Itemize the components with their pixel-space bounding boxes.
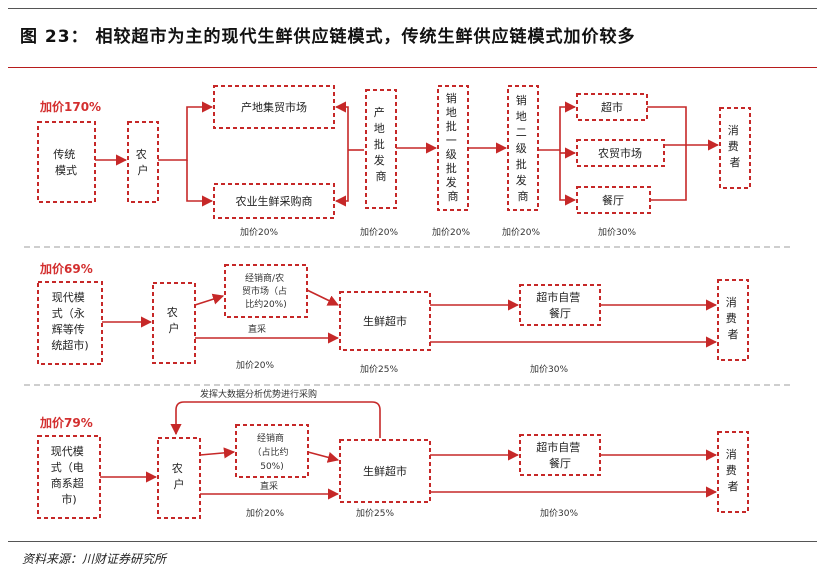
row1-link-restaurant [650, 145, 687, 201]
row1-origin-wholesale-box [365, 89, 397, 209]
row1-secondary-wholesale-box [507, 85, 539, 211]
row3-arrow-farmer-dealer [199, 447, 236, 459]
row2-model-box [37, 281, 103, 365]
row3-bigdata-loop-arrow [170, 401, 381, 438]
row2-markup-2: 加价25% [360, 364, 398, 375]
row3-dealer-label: 经销商 （占比约 50%) [253, 432, 292, 472]
row1-model-box [37, 121, 96, 203]
row1-origin-market-box [213, 85, 335, 129]
row3-own-restaurant-label: 超市自营 餐厅 [536, 440, 584, 470]
row3-consumer-box [717, 431, 749, 513]
row1-restaurant-label: 餐厅 [602, 193, 624, 207]
row2-markup-total: 加价69% [39, 261, 93, 276]
row2-consumer-label: 消 费 者 [726, 295, 741, 341]
row3-consumer-label: 消 费 者 [726, 447, 741, 493]
row1-link-supermarket [647, 106, 687, 145]
row2-dealer-box [224, 264, 308, 318]
figure-title: 图 23： 相较超市为主的现代生鲜供应链模式，传统生鲜供应链模式加价较多 [20, 27, 636, 47]
row2-model-label: 现代模 式（永 辉等传 统超市) [51, 291, 88, 352]
bottom-rule [8, 541, 817, 542]
row2-farmer-label: 农 户 [167, 305, 182, 335]
row1-supermarket-label: 超市 [601, 100, 623, 114]
row1-markup-1: 加价20% [240, 227, 278, 238]
row3-fresh-supermarket-box [339, 439, 431, 503]
row2-dealer-label: 经销商/农 贸市场（占 比约20%) [242, 272, 290, 310]
row1-markup-2: 加价20% [360, 227, 398, 238]
row2-consumer-box [717, 279, 749, 361]
row3-markup-1: 加价20% [246, 508, 284, 519]
row2-markup-1: 加价20% [236, 360, 274, 371]
row1-consumer-label: 消 费 者 [728, 123, 743, 169]
row1-farm-market-box [576, 139, 665, 167]
row2-fresh-supermarket-label: 生鲜超市 [363, 314, 407, 328]
row3-markup-total: 加价79% [39, 415, 93, 430]
row3-model-label: 现代模 式（电 商系超 市) [51, 445, 88, 506]
row3-own-restaurant-box [519, 434, 601, 476]
row1-markup-3: 加价20% [432, 227, 470, 238]
row3-bigdata-note: 发挥大数据分析优势进行采购 [200, 388, 317, 400]
row1-farmer-label: 农 户 [136, 147, 151, 177]
row1-secondary-wholesale-label: 销 地 二 级 批 发 商 [516, 93, 531, 203]
top-rule [8, 8, 817, 9]
row1-markup-4: 加价20% [502, 227, 540, 238]
row1-origin-wholesale-label: 产 地 批 发 商 [374, 105, 389, 183]
row2-arrow-dealer-supermarket [306, 289, 340, 306]
row1-primary-wholesale-label: 销 地 批 一 级 批 发 商 [446, 91, 461, 203]
row3-fresh-supermarket-label: 生鲜超市 [363, 464, 407, 478]
row2-direct-label: 直采 [248, 323, 266, 335]
row1-origin-market-label: 产地集贸市场 [241, 100, 307, 114]
row3-arrow-dealer-supermarket [307, 451, 340, 463]
source-note: 资料来源：川财证券研究所 [22, 552, 167, 566]
row1-arrow-to-origin-market [334, 101, 349, 150]
row3-markup-2: 加价25% [356, 508, 394, 519]
row1-arrow-to-supermarket [538, 101, 577, 151]
row2-farmer-box [152, 282, 196, 364]
row3-farmer-box [157, 437, 201, 519]
row1-arrow-farmer-purchaser [186, 160, 214, 207]
row1-agri-purchaser-box [213, 183, 335, 219]
row1-model-label: 传统 模式 [53, 148, 79, 177]
row1-supermarket-box [576, 93, 648, 121]
row3-direct-label: 直采 [260, 480, 278, 492]
row2-fresh-supermarket-box [339, 291, 431, 351]
row2-own-restaurant-box [519, 284, 601, 326]
row1-farm-market-label: 农贸市场 [598, 146, 642, 160]
row2-arrow-farmer-dealer [194, 293, 225, 306]
row1-consumer-box [719, 107, 751, 189]
row3-markup-3: 加价30% [540, 508, 578, 519]
row1-arrow-to-purchaser [334, 150, 349, 207]
row1-markup-5: 加价30% [598, 227, 636, 238]
row2-own-restaurant-label: 超市自营 餐厅 [536, 290, 584, 320]
row3-dealer-box [235, 424, 309, 478]
row1-markup-total: 加价170% [39, 99, 101, 114]
row1-agri-purchaser-label: 农业生鲜采购商 [236, 194, 313, 208]
title-rule [8, 67, 817, 68]
row1-farmer-box [127, 121, 159, 203]
row1-arrow-to-restaurant [559, 150, 577, 206]
row2-markup-3: 加价30% [530, 364, 568, 375]
row1-arrow-farmer-origin-market [158, 101, 214, 161]
row3-model-box [37, 435, 101, 519]
row3-farmer-label: 农 户 [172, 461, 187, 491]
